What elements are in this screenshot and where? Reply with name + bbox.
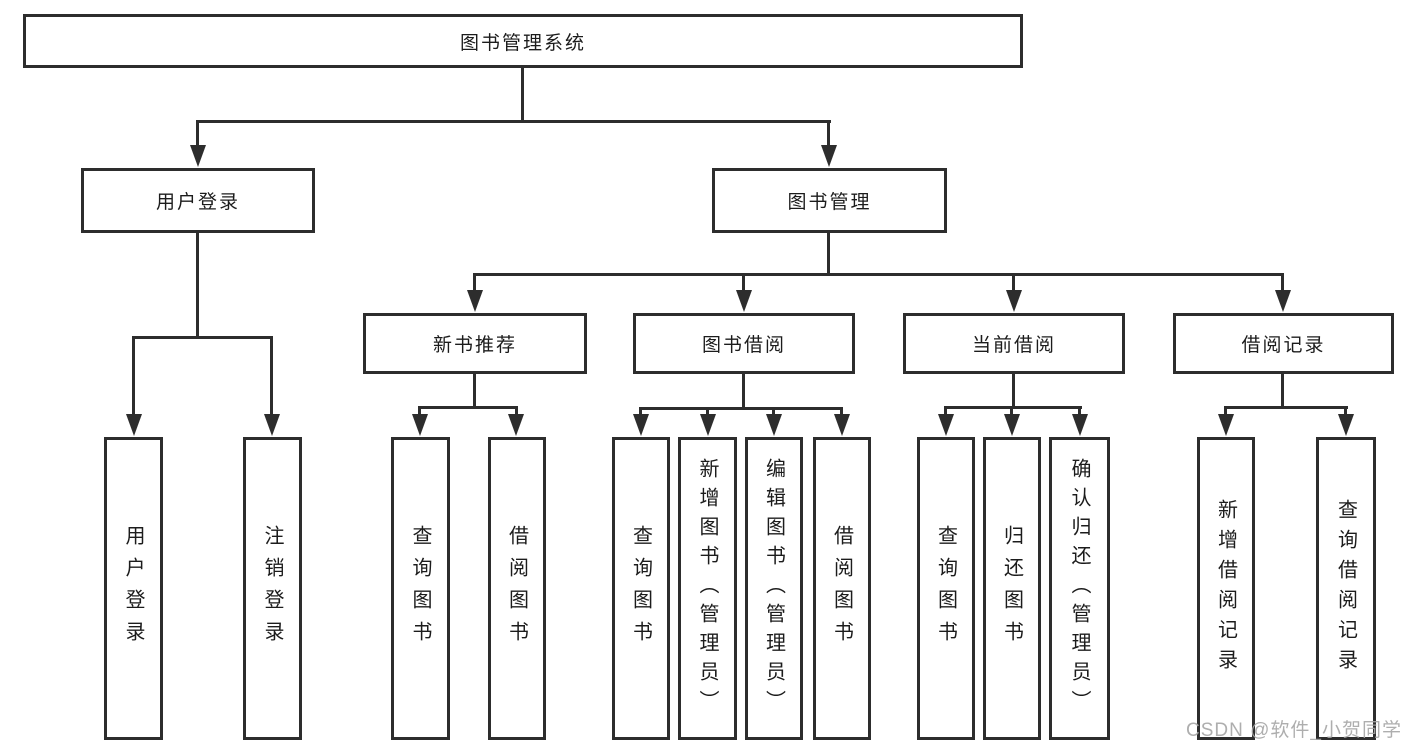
connector-line [639,407,843,410]
leaf-cb-return-book-label: 归还图书 [1000,524,1023,653]
node-user-login-label: 用户登录 [155,192,240,213]
leaf-cb-confirm-return: 确认归还（管理员） [1049,437,1110,740]
node-borrow-records-label: 借阅记录 [1241,335,1326,356]
leaf-br-query-record-label: 查询借阅记录 [1334,498,1357,679]
leaf-br-add-record-label: 新增借阅记录 [1214,498,1237,679]
watermark: CSDN @软件_小贺同学 [1186,720,1402,741]
node-root: 图书管理系统 [23,14,1023,68]
node-user-login: 用户登录 [81,168,315,233]
connector-line [196,233,199,336]
arrow-down-icon [190,145,206,167]
leaf-rec-borrow-book: 借阅图书 [488,437,546,740]
node-new-book-rec-label: 新书推荐 [432,335,517,356]
connector-line [473,273,476,292]
arrow-down-icon [412,414,428,436]
arrow-down-icon [467,290,483,312]
connector-line [132,336,135,416]
leaf-cb-return-book: 归还图书 [983,437,1041,740]
connector-line [827,233,830,273]
arrow-down-icon [766,414,782,436]
connector-line [1010,406,1013,416]
connector-line [1012,374,1015,406]
connector-line [944,406,947,416]
connector-line [944,406,1082,409]
leaf-logout-label: 注销登录 [261,524,283,653]
node-book-mgmt: 图书管理 [712,168,947,233]
connector-line [742,273,745,292]
arrow-down-icon [1006,290,1022,312]
arrow-down-icon [633,414,649,436]
node-new-book-rec: 新书推荐 [363,313,587,374]
arrow-down-icon [736,290,752,312]
leaf-logout: 注销登录 [243,437,302,740]
leaf-bb-add-book-label: 新增图书（管理员） [696,458,718,719]
arrow-down-icon [821,145,837,167]
node-root-label: 图书管理系统 [459,32,586,54]
arrow-down-icon [938,414,954,436]
connector-line [270,336,273,416]
node-book-borrow-label: 图书借阅 [701,335,786,356]
leaf-br-add-record: 新增借阅记录 [1197,437,1255,740]
connector-line [827,120,830,146]
connector-line [418,406,421,416]
node-current-borrow-label: 当前借阅 [971,335,1056,356]
connector-line [706,407,709,416]
leaf-rec-query-book-label: 查询图书 [409,524,431,653]
leaf-bb-borrow-book-label: 借阅图书 [830,524,853,653]
arrow-down-icon [1338,414,1354,436]
connector-line [1224,406,1227,416]
connector-line [840,407,843,416]
arrow-down-icon [834,414,850,436]
leaf-bb-query-book: 查询图书 [612,437,670,740]
leaf-bb-query-book-label: 查询图书 [629,524,652,653]
leaf-cb-query-book-label: 查询图书 [934,524,957,653]
leaf-br-query-record: 查询借阅记录 [1316,437,1376,740]
connector-line [1281,374,1284,406]
leaf-cb-query-book: 查询图书 [917,437,975,740]
arrow-down-icon [126,414,142,436]
connector-line [772,407,775,416]
leaf-cb-confirm-return-label: 确认归还（管理员） [1068,458,1090,719]
leaf-bb-edit-book: 编辑图书（管理员） [745,437,803,740]
leaf-bb-borrow-book: 借阅图书 [813,437,871,740]
connector-line [418,406,518,409]
connector-line [196,120,831,123]
arrow-down-icon [1004,414,1020,436]
arrow-down-icon [700,414,716,436]
connector-line [742,374,745,407]
connector-line [639,407,642,416]
arrow-down-icon [1218,414,1234,436]
node-book-borrow: 图书借阅 [633,313,855,374]
connector-line [1012,273,1015,292]
connector-line [196,120,199,146]
connector-line [521,68,524,120]
connector-line [473,374,476,406]
leaf-user-login-label: 用户登录 [122,524,144,653]
connector-line [1078,406,1081,416]
node-borrow-records: 借阅记录 [1173,313,1394,374]
connector-line [132,336,273,339]
arrow-down-icon [264,414,280,436]
connector-line [1344,406,1347,416]
connector-line [1224,406,1348,409]
leaf-user-login: 用户登录 [104,437,163,740]
connector-line [1281,273,1284,292]
arrow-down-icon [1275,290,1291,312]
leaf-bb-add-book: 新增图书（管理员） [678,437,737,740]
connector-line [473,273,1284,276]
arrow-down-icon [1072,414,1088,436]
node-book-mgmt-label: 图书管理 [787,192,872,213]
leaf-rec-borrow-book-label: 借阅图书 [505,524,528,653]
leaf-rec-query-book: 查询图书 [391,437,450,740]
arrow-down-icon [508,414,524,436]
connector-line [515,406,518,416]
node-current-borrow: 当前借阅 [903,313,1125,374]
leaf-bb-edit-book-label: 编辑图书（管理员） [762,458,785,719]
